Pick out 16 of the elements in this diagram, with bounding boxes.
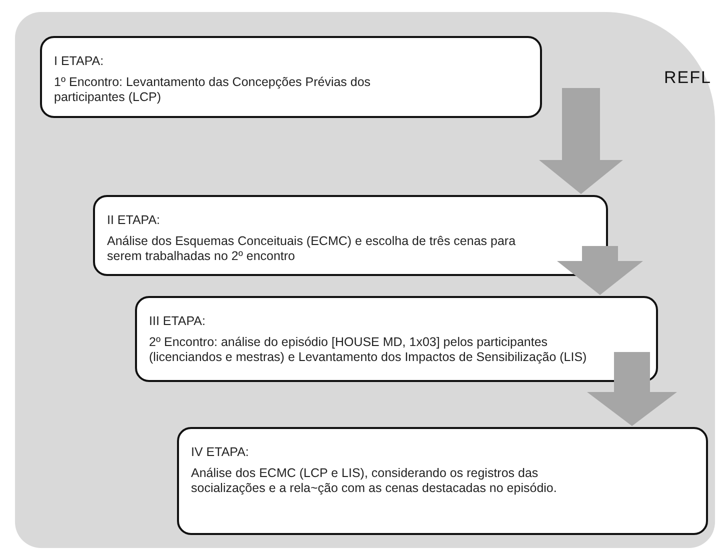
block-arrow bbox=[539, 88, 623, 194]
step-box bbox=[93, 195, 608, 276]
step-description: Análise dos Esquemas Conceituais (ECMC) e escolha de três cenas para serem trabalhadas no 2º encontro bbox=[107, 234, 517, 264]
step-box bbox=[40, 36, 542, 118]
step-heading: IV ETAPA: bbox=[191, 445, 250, 459]
step-heading: I ETAPA: bbox=[54, 54, 105, 68]
block-arrow bbox=[587, 352, 677, 426]
step-box bbox=[177, 427, 708, 535]
step-heading: III ETAPA: bbox=[149, 314, 206, 328]
block-arrow bbox=[557, 246, 643, 295]
step-box bbox=[135, 296, 658, 382]
step-description: 1º Encontro: Levantamento das Concepções Prévias dos participantes (LCP) bbox=[54, 75, 372, 105]
section-label: REFL bbox=[664, 68, 712, 88]
step-description: 2º Encontro: análise do episódio [HOUSE MD, 1x03] pelos participantes (licenciandos e mestras) e Levantamento dos Impactos de Sensibilização (LIS) bbox=[149, 335, 588, 365]
step-description: Análise dos ECMC (LCP e LIS), considerando os registros das socializações e a rela~ção com as cenas destacadas no episódio. bbox=[191, 466, 558, 496]
step-heading: II ETAPA: bbox=[107, 213, 162, 227]
